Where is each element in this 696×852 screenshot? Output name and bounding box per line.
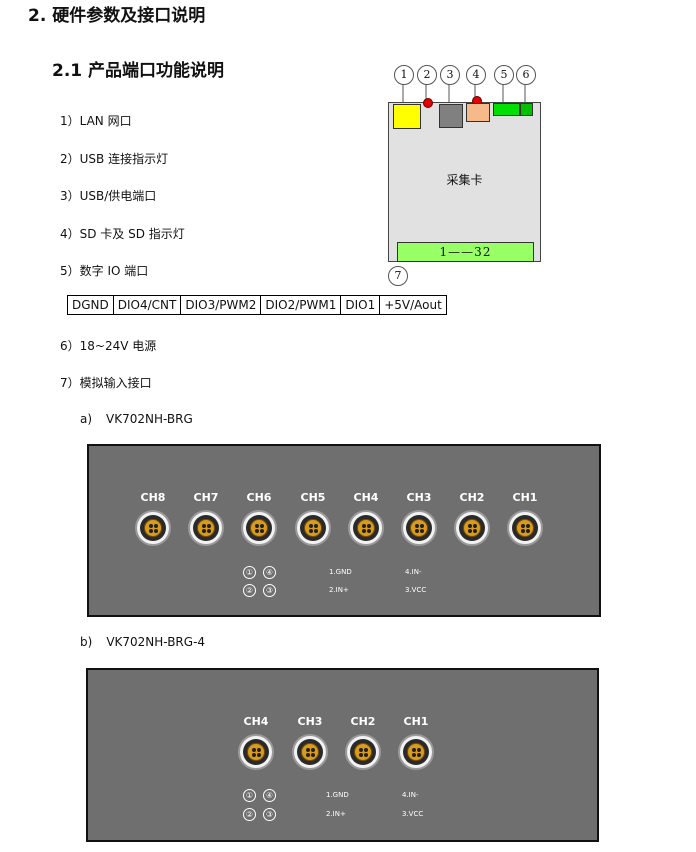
section-title: 2. 硬件参数及接口说明 — [28, 6, 206, 26]
callout-7: 7 — [388, 266, 408, 286]
dio-cell: DGND — [67, 295, 114, 315]
callout-6: 6 — [516, 65, 536, 85]
pin-number-icon: ② — [243, 808, 256, 821]
channel-label: CH5 — [300, 491, 326, 504]
connector-jack-icon — [241, 510, 277, 546]
pin-number-icon: ④ — [263, 566, 276, 579]
connector-jack-icon — [135, 510, 171, 546]
card-label: 采集卡 — [446, 173, 483, 187]
item-usb-led: 2）USB 连接指示灯 — [60, 152, 169, 166]
analog-connector: 1——32 — [397, 242, 534, 262]
pin-number-icon: ④ — [263, 789, 276, 802]
usb-led-dot — [423, 98, 433, 108]
channel-label: CH4 — [243, 715, 269, 728]
sd-slot — [466, 103, 490, 122]
pin-note: 2.IN+ — [326, 810, 346, 818]
channel-label: CH8 — [140, 491, 166, 504]
dio-cell: DIO3/PWM2 — [180, 295, 262, 315]
channel-label: CH2 — [350, 715, 376, 728]
pin-note: 3.VCC — [402, 810, 424, 818]
pin-note: 4.IN- — [402, 791, 419, 799]
pin-number-icon: ③ — [263, 808, 276, 821]
channel-label: CH1 — [512, 491, 538, 504]
power-port — [520, 103, 533, 116]
connector-jack-icon — [507, 510, 543, 546]
connector-jack-icon — [454, 510, 490, 546]
channel-label: CH1 — [403, 715, 429, 728]
channel-label: CH3 — [406, 491, 432, 504]
pin-note: 2.IN+ — [329, 586, 349, 594]
connector-jack-icon — [188, 510, 224, 546]
panel-a-caption: a)VK702NH-BRG — [80, 412, 193, 426]
dio-cell: DIO2/PWM1 — [260, 295, 342, 315]
item-usb-power: 3）USB/供电端口 — [60, 189, 157, 203]
item-sd: 4）SD 卡及 SD 指示灯 — [60, 227, 185, 241]
pin-note: 4.IN- — [405, 568, 422, 576]
pin-number-icon: ② — [243, 584, 256, 597]
channel-label: CH4 — [353, 491, 379, 504]
callout-3: 3 — [440, 65, 460, 85]
pin-number-icon: ① — [243, 789, 256, 802]
item-lan: 1）LAN 网口 — [60, 114, 132, 128]
dio-cell: DIO4/CNT — [112, 295, 182, 315]
acquisition-card: 采集卡 1——32 — [388, 96, 541, 262]
dio-pin-table: DGND DIO4/CNT DIO3/PWM2 DIO2/PWM1 DIO1 +… — [67, 295, 447, 315]
connector-jack-icon — [295, 510, 331, 546]
pin-note: 1.GND — [329, 568, 352, 576]
dio-cell: DIO1 — [340, 295, 381, 315]
subsection-title: 2.1 产品端口功能说明 — [52, 61, 225, 81]
dio-cell: +5V/Aout — [379, 295, 447, 315]
pin-note: 1.GND — [326, 791, 349, 799]
channel-label: CH6 — [246, 491, 272, 504]
channel-label: CH2 — [459, 491, 485, 504]
connector-jack-icon — [348, 510, 384, 546]
item-power-input: 6）18~24V 电源 — [60, 339, 157, 353]
pin-number-icon: ③ — [263, 584, 276, 597]
dio-port — [493, 103, 520, 116]
connector-jack-icon — [401, 510, 437, 546]
channel-label: CH7 — [193, 491, 219, 504]
connector-jack-icon — [398, 734, 434, 770]
connector-jack-icon — [345, 734, 381, 770]
callout-1: 1 — [394, 65, 414, 85]
channel-label: CH3 — [297, 715, 323, 728]
item-analog-input: 7）模拟输入接口 — [60, 376, 152, 390]
connector-jack-icon — [238, 734, 274, 770]
lan-port — [393, 104, 421, 129]
usb-port — [439, 104, 463, 128]
callout-4: 4 — [466, 65, 486, 85]
pin-number-icon: ① — [243, 566, 256, 579]
pin-note: 3.VCC — [405, 586, 427, 594]
callout-2: 2 — [417, 65, 437, 85]
connector-jack-icon — [292, 734, 328, 770]
callout-5: 5 — [494, 65, 514, 85]
panel-b-caption: b)VK702NH-BRG-4 — [80, 635, 206, 649]
item-dio: 5）数字 IO 端口 — [60, 264, 149, 278]
